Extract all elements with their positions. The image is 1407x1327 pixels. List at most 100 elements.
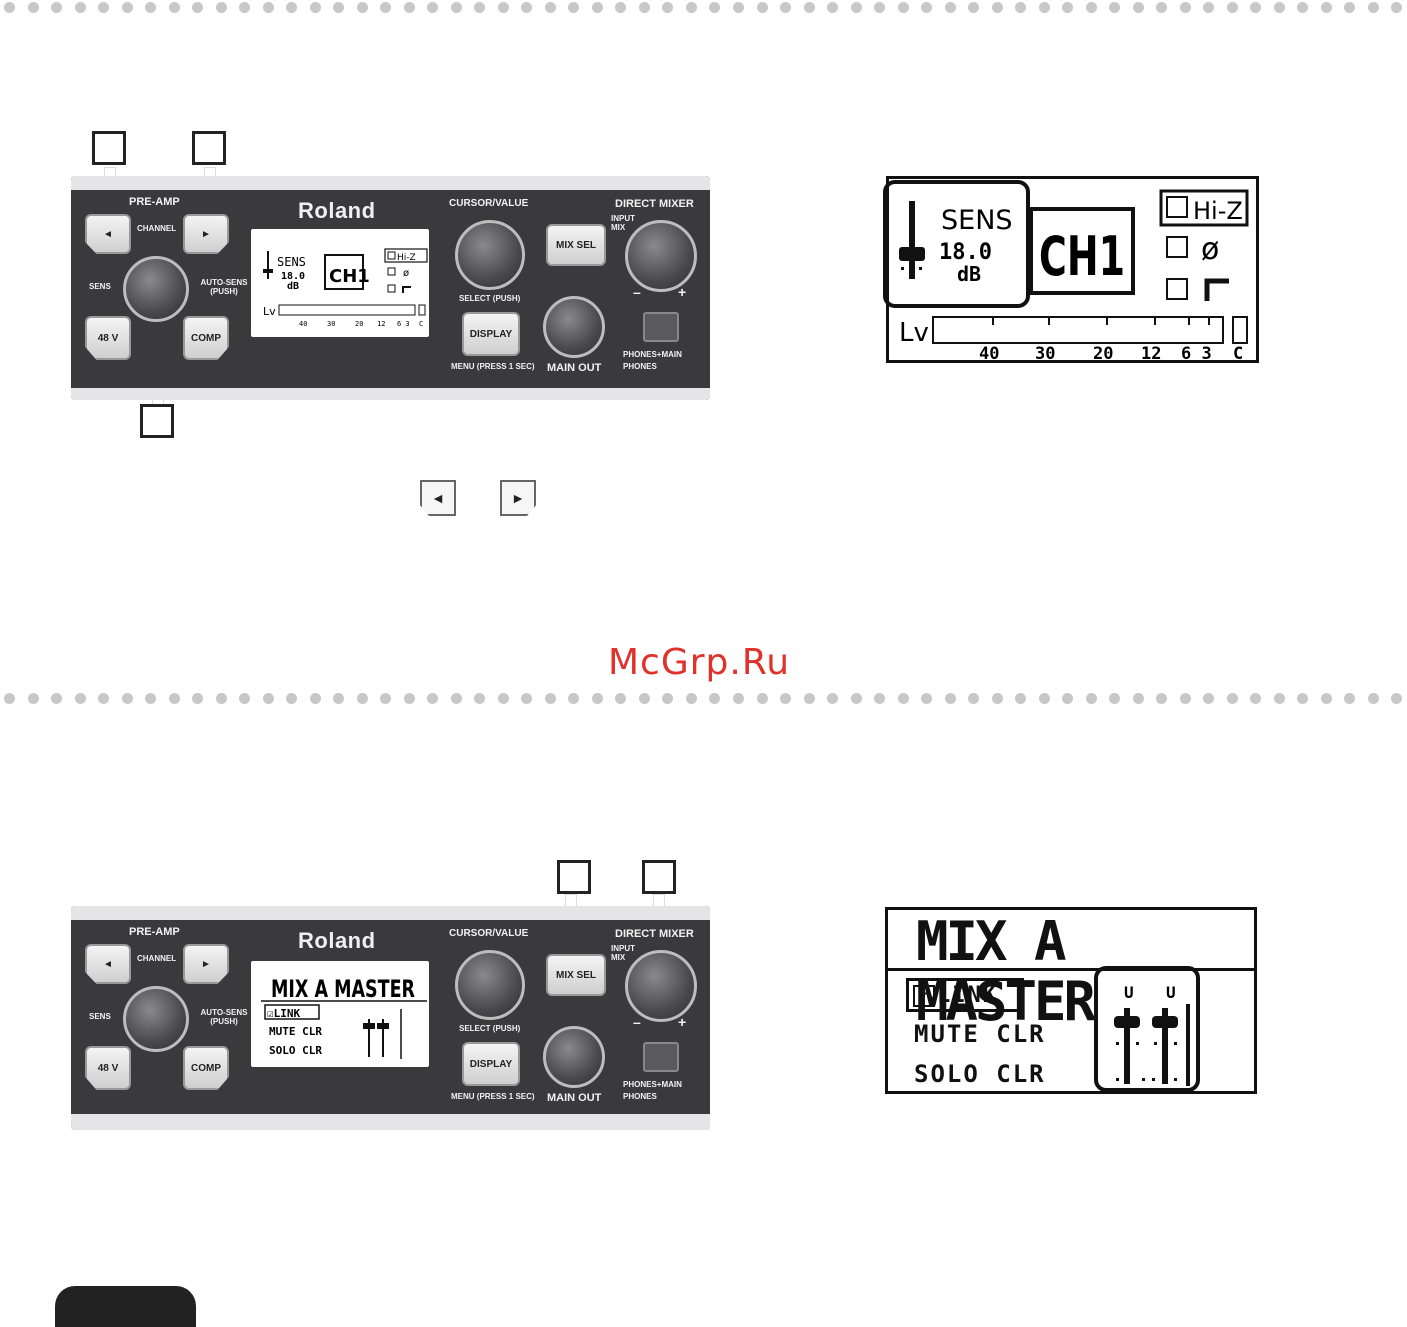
divider-dot [309,1,321,13]
panel-lcd: MIX A MASTER ☑LINK MUTE CLR SOLO CLR [251,961,429,1067]
svg-text:SOLO CLR: SOLO CLR [269,1044,322,1057]
comp-button[interactable]: COMP [183,316,229,360]
divider-dot [215,692,227,704]
phones-switch[interactable] [643,1042,679,1072]
divider-dot [121,692,133,704]
divider-dot [1297,1,1309,13]
divider-dot [638,1,650,13]
title-divider [888,968,1254,971]
cursor-value-label: CURSOR/VALUE [449,198,529,209]
plus-label: + [678,284,687,300]
svg-text:ø: ø [1201,232,1219,267]
display-button[interactable]: DISPLAY [462,1042,520,1086]
divider-dot [262,692,274,704]
input-mix-knob[interactable] [625,950,697,1022]
divider-dot [968,692,980,704]
mute-clr-item[interactable]: MUTE CLR [914,1020,1046,1048]
divider-dot [1132,692,1144,704]
divider-dot [921,1,933,13]
divider-dot [1344,692,1356,704]
select-push-label: SELECT (PUSH) [459,1024,521,1033]
divider-dot [921,692,933,704]
comp-button[interactable]: COMP [183,1046,229,1090]
mix-sel-button[interactable]: MIX SEL [546,954,606,996]
divider-dot [803,692,815,704]
fader-top-u: U [1166,983,1176,1002]
divider-dot [615,692,627,704]
divider-dot [333,1,345,13]
channel-left-button[interactable]: ◄ [85,944,131,984]
divider-dot [145,1,157,13]
svg-text:Lv: Lv [899,318,929,348]
fader-highlight-frame [1094,966,1200,1092]
divider-dot [51,692,63,704]
sens-knob[interactable] [123,986,189,1052]
link-option-frame[interactable]: ✓ LINK [906,978,1024,1012]
divider-dot [732,1,744,13]
divider-dot [1250,1,1262,13]
divider-dot [192,1,204,13]
phones-main-label: PHONES+MAIN [623,350,682,359]
divider-dot [427,692,439,704]
cursor-value-knob[interactable] [455,220,525,290]
panel-top-strip [71,176,710,190]
input-mix-label: INPUT MIX [611,214,635,232]
divider-dot [709,692,721,704]
divider-dot [521,692,533,704]
direct-mixer-label: DIRECT MIXER [615,198,694,210]
divider-dot [591,692,603,704]
divider-dot [145,692,157,704]
front-panel: PRE-AMP CHANNEL ◄ ► SENS AUTO-SENS (PUSH… [71,176,710,400]
divider-dot [1273,692,1285,704]
svg-text:6 3: 6 3 [1181,344,1212,360]
panel-bottom-strip [71,1114,710,1130]
divider-dot [709,1,721,13]
svg-text:MIX A MASTER: MIX A MASTER [271,975,415,1003]
display-button[interactable]: DISPLAY [462,312,520,356]
divider-dot [780,692,792,704]
panel-top-strip [71,906,710,920]
roland-logo: Roland [298,198,376,223]
svg-text:18.0: 18.0 [281,271,305,282]
divider-dot [521,1,533,13]
divider-dot [1203,1,1215,13]
divider-dot [1320,692,1332,704]
divider-dot [1320,1,1332,13]
mix-sel-button[interactable]: MIX SEL [546,224,606,266]
sens-knob[interactable] [123,256,189,322]
sens-highlight-frame [883,180,1030,308]
input-mix-label: INPUT MIX [611,944,635,962]
preamp-label: PRE-AMP [129,196,180,208]
divider-dot [544,692,556,704]
channel-right-button[interactable]: ► [183,214,229,254]
divider-dot [450,692,462,704]
divider-dot [262,1,274,13]
48v-button[interactable]: 48 V [85,316,131,360]
channel-right-button[interactable]: ► [183,944,229,984]
divider-dot [51,1,63,13]
svg-text:30: 30 [1035,344,1055,360]
sens-label: SENS [89,282,111,291]
divider-dot [1156,1,1168,13]
svg-text:12: 12 [1141,344,1161,360]
divider-dot [1226,692,1238,704]
phones-switch[interactable] [643,312,679,342]
svg-text:dB: dB [287,281,299,292]
svg-text:18.0: 18.0 [939,240,992,265]
channel-left-button[interactable]: ◄ [85,214,131,254]
divider-dot [121,1,133,13]
divider-dot [1038,1,1050,13]
step-box-2 [192,131,226,165]
input-mix-knob[interactable] [625,220,697,292]
main-out-knob[interactable] [543,1026,605,1088]
divider-dot [474,1,486,13]
menu-label: MENU (PRESS 1 SEC) [451,1092,535,1101]
48v-button[interactable]: 48 V [85,1046,131,1090]
main-out-knob[interactable] [543,296,605,358]
cursor-value-knob[interactable] [455,950,525,1020]
divider-dot [1273,1,1285,13]
svg-text:dB: dB [957,262,981,286]
solo-clr-item[interactable]: SOLO CLR [914,1060,1046,1088]
divider-dot [356,692,368,704]
divider-dot [1297,692,1309,704]
